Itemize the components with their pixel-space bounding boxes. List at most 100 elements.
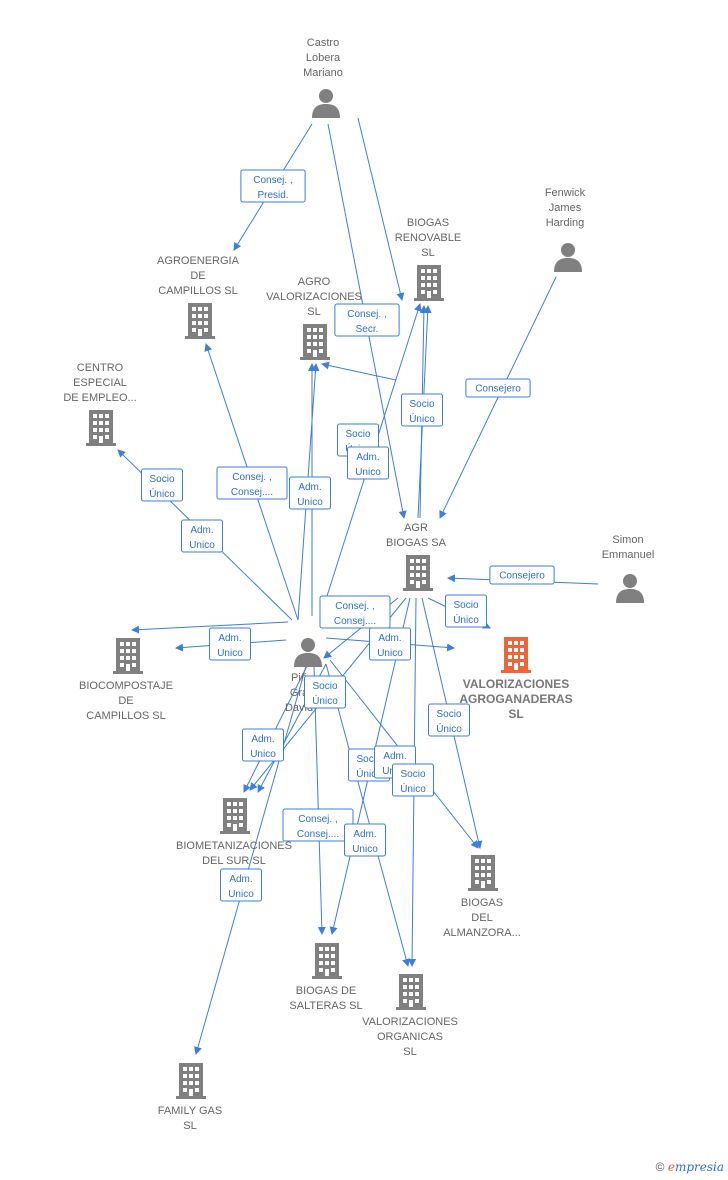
relation-badge[interactable]: Consej. , Secr.: [334, 303, 400, 337]
badge-box: [319, 595, 391, 629]
relation-badge[interactable]: Adm.Unico: [347, 446, 389, 480]
node-label-line: BIOCOMPOSTAJE: [79, 680, 173, 692]
badge-text: Socio: [453, 600, 478, 611]
relation-badge[interactable]: Adm.Unico: [209, 627, 251, 661]
node-val_organicas[interactable]: VALORIZACIONES ORGANICAS SL: [362, 974, 458, 1058]
node-biometan[interactable]: BIOMETANIZACIONES DEL SUR SL: [176, 798, 292, 867]
relation-badge[interactable]: Adm.Unico: [242, 728, 284, 762]
relation-badge[interactable]: Adm.Unico: [220, 868, 262, 902]
badge-text: Adm.: [298, 482, 321, 493]
badge-text: Consej. ,: [298, 814, 337, 825]
node-agr_biogas[interactable]: AGR BIOGAS SA: [386, 522, 447, 591]
badge-box: [216, 466, 288, 500]
relation-badge[interactable]: Consejero: [489, 565, 555, 585]
badge-box: [240, 169, 306, 203]
brand-e: e: [667, 1160, 675, 1174]
node-label-line: DE EMPLEO...: [63, 392, 136, 404]
badge-text: Unico: [355, 467, 381, 478]
node-label-line: Simon: [612, 534, 643, 546]
relation-badge[interactable]: Consej. ,Consej....: [216, 466, 288, 500]
badge-text: Único: [400, 782, 426, 795]
relation-badge[interactable]: Consejero: [465, 378, 531, 398]
node-label-line: BIOGAS SA: [386, 537, 447, 549]
node-label-line: Piñ: [291, 672, 307, 684]
badge-text: Único: [436, 722, 462, 735]
badge-text: Consej. ,: [347, 309, 386, 320]
badge-box: [242, 728, 284, 762]
relation-badge[interactable]: Consej. ,Consej....: [282, 808, 354, 842]
node-biogas_salteras[interactable]: BIOGAS DE SALTERAS SL: [289, 943, 363, 1012]
building-icon: [113, 638, 143, 674]
brand-name: mpresia: [674, 1160, 724, 1174]
person-icon: [294, 638, 322, 667]
badge-text: Consej. ,: [232, 472, 271, 483]
empresia-brand[interactable]: © empresia: [656, 1160, 724, 1174]
node-label-line: James: [549, 202, 582, 214]
badge-text: Consej. ,: [253, 175, 292, 186]
building-icon: [86, 410, 116, 446]
badge-text: Secr.: [356, 324, 379, 335]
badge-box: [347, 446, 389, 480]
node-label-line: SL: [403, 1046, 416, 1058]
node-biogas_almanzora[interactable]: BIOGASDELALMANZORA...: [443, 855, 521, 939]
badge-box: [428, 703, 470, 737]
node-label-line: DE: [190, 270, 205, 282]
node-label-line: ALMANZORA...: [443, 927, 521, 939]
badge-box: [181, 519, 223, 553]
node-label-line: AGROENERGIA: [157, 255, 240, 267]
node-family_gas[interactable]: FAMILY GAS SL: [158, 1063, 222, 1132]
badge-text: Unico: [352, 844, 378, 855]
badge-text: Socio: [149, 474, 174, 485]
badge-box: [141, 468, 183, 502]
badge-text: Unico: [228, 889, 254, 900]
badge-text: Consejero: [499, 571, 545, 582]
node-label-line: SL: [508, 707, 523, 721]
node-label-line: Mariano: [303, 67, 343, 79]
node-label-line: BIOMETANIZACIONES: [176, 840, 292, 852]
node-label-line: SL: [307, 306, 320, 318]
node-label-line: AGR: [404, 522, 428, 534]
nodes: CastroLoberaMarianoFenwickJamesHardingSi…: [63, 37, 654, 1132]
building-icon: [300, 324, 330, 360]
node-label-line: BIOGAS: [407, 217, 449, 229]
relation-badge[interactable]: Consej. , Presid.: [240, 169, 306, 203]
node-label-line: SALTERAS SL: [289, 1000, 362, 1012]
person-icon: [312, 89, 340, 118]
badge-text: Socio: [409, 399, 434, 410]
edge-14: [194, 665, 307, 1055]
badge-text: Consej....: [334, 616, 376, 627]
node-label-line: VALORIZACIONES: [362, 1016, 458, 1028]
relation-badge[interactable]: Adm.Unico: [369, 627, 411, 661]
edge-8: [131, 621, 289, 634]
building-icon: [414, 265, 444, 301]
relation-badge[interactable]: Adm.Unico: [289, 476, 331, 510]
relation-badge[interactable]: Adm.Unico: [181, 519, 223, 553]
badge-box: [445, 594, 487, 628]
node-label-line: FAMILY GAS: [158, 1105, 222, 1117]
node-label-line: BIOGAS DE: [296, 985, 357, 997]
badge-box: [392, 763, 434, 797]
relation-badge[interactable]: Adm.Unico: [344, 823, 386, 857]
node-label-line: RENOVABLE: [395, 232, 461, 244]
badge-text: Presid.: [257, 190, 288, 201]
node-label-line: SL: [183, 1120, 196, 1132]
relation-badge[interactable]: Consej. ,Consej....: [319, 595, 391, 629]
node-label-line: DEL SUR SL: [202, 855, 266, 867]
node-label-line: ORGANICAS: [377, 1031, 443, 1043]
badge-text: Unico: [377, 648, 403, 659]
